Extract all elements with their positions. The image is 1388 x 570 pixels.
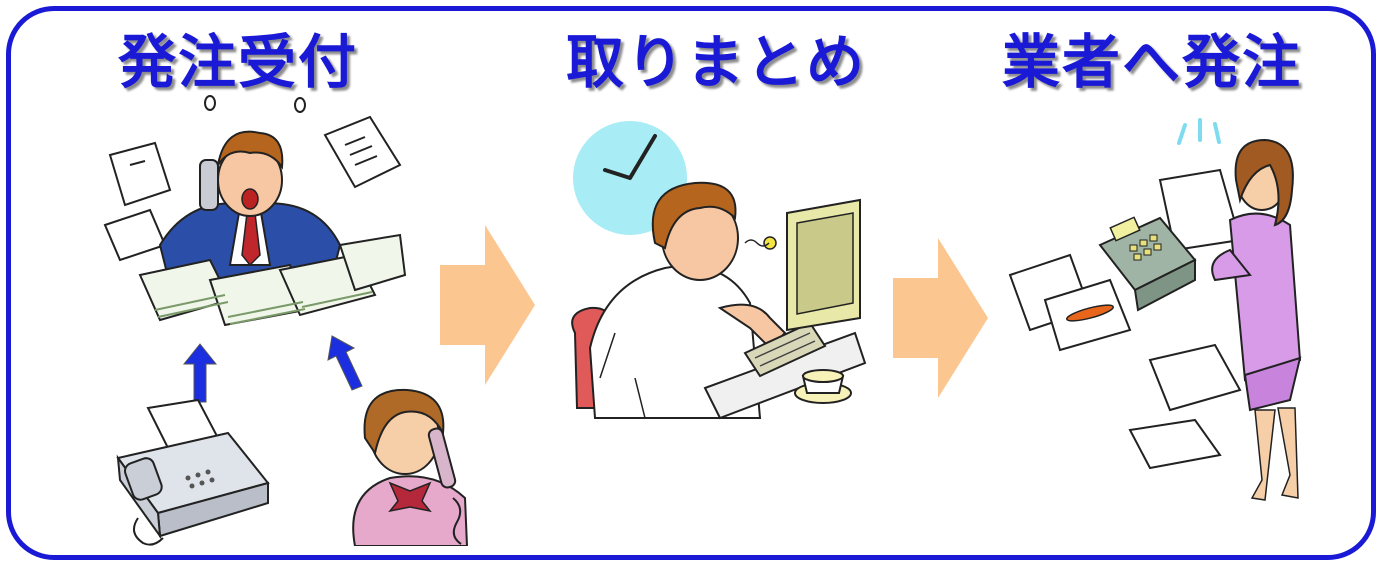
flow-arrow-right-icon bbox=[893, 238, 988, 398]
flow-arrow-right-icon bbox=[440, 225, 535, 385]
stage-title-ordering-to-vendor: 業者へ発注 bbox=[1002, 28, 1303, 96]
woman-with-fax-illustration bbox=[1008, 118, 1302, 501]
up-arrow-icon bbox=[182, 343, 218, 403]
stage-title-compilation: 取りまとめ bbox=[566, 28, 867, 96]
man-at-computer-illustration bbox=[571, 121, 867, 420]
up-arrow-icon bbox=[327, 335, 363, 391]
fax-machine-illustration bbox=[116, 398, 270, 546]
woman-on-phone-illustration bbox=[352, 388, 469, 546]
stage-title-order-reception: 発注受付 bbox=[118, 28, 359, 96]
diagram-frame bbox=[6, 6, 1376, 560]
busy-office-worker-illustration bbox=[103, 95, 407, 327]
